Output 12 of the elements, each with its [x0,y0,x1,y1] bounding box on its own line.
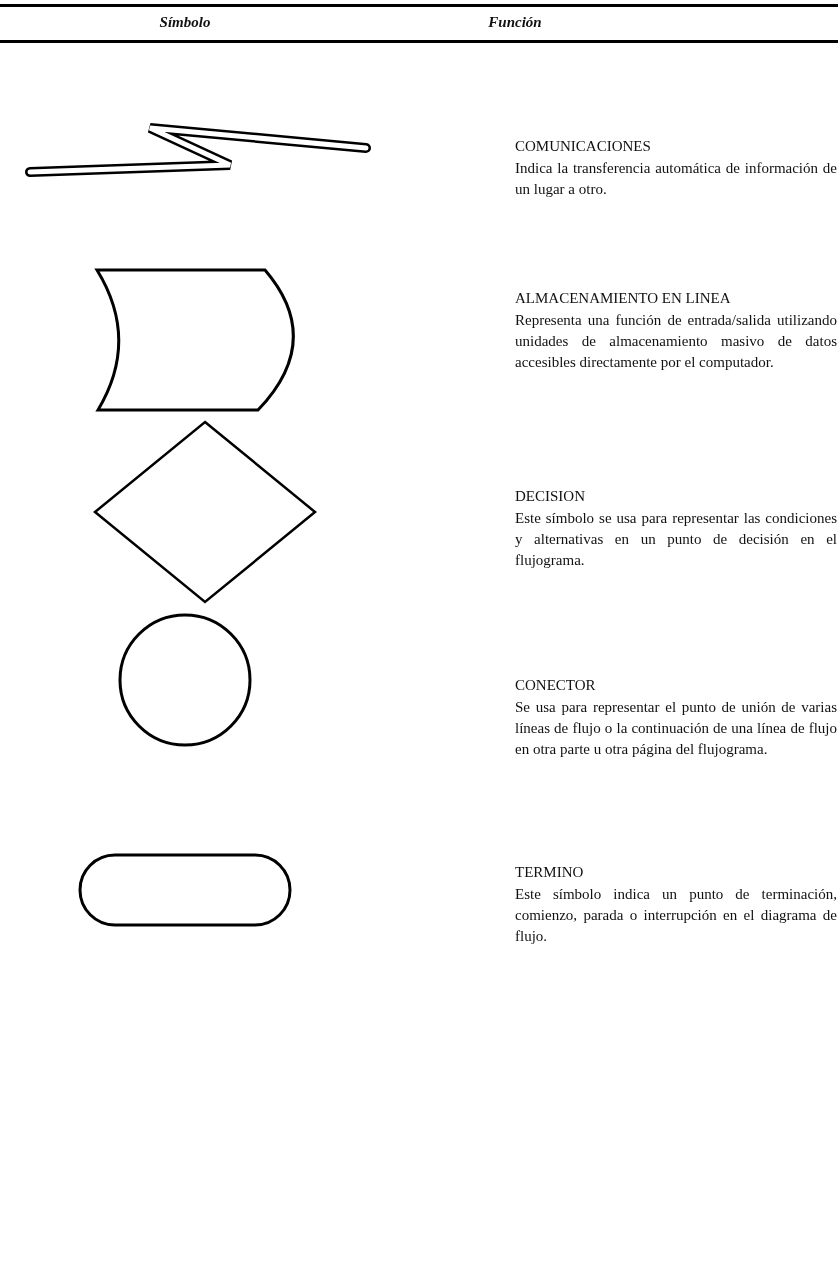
description-text: Indica la transferencia automática de información de un lugar a otro. [515,159,837,199]
symbol-name: CONECTOR [515,676,597,695]
description-text: Representa una función de entrada/salida utilizando unidades de almacenamiento masivo de datos accesibles directamente por el computador. [515,311,837,372]
description-text: Este símbolo se usa para representar las condiciones y alternativas en un punto de decisión en el flujograma. [515,509,837,570]
symbol-name: ALMACENAMIENTO EN LINEA [515,289,732,308]
symbol-name: TERMINO [515,863,585,882]
symbol-name: COMUNICACIONES [515,137,652,156]
header-text: Símbolo [158,13,212,32]
symbol-name: DECISION [515,487,586,506]
description-text: Se usa para representar el punto de unión de varias líneas de flujo o la continuación de una línea de flujo en otra parte u otra página del flujograma. [515,698,837,759]
description-text: Este símbolo indica un punto de terminación, comienzo, parada o interrupción en el diagrama de flujo. [515,885,837,946]
header-text: Función [487,13,543,32]
